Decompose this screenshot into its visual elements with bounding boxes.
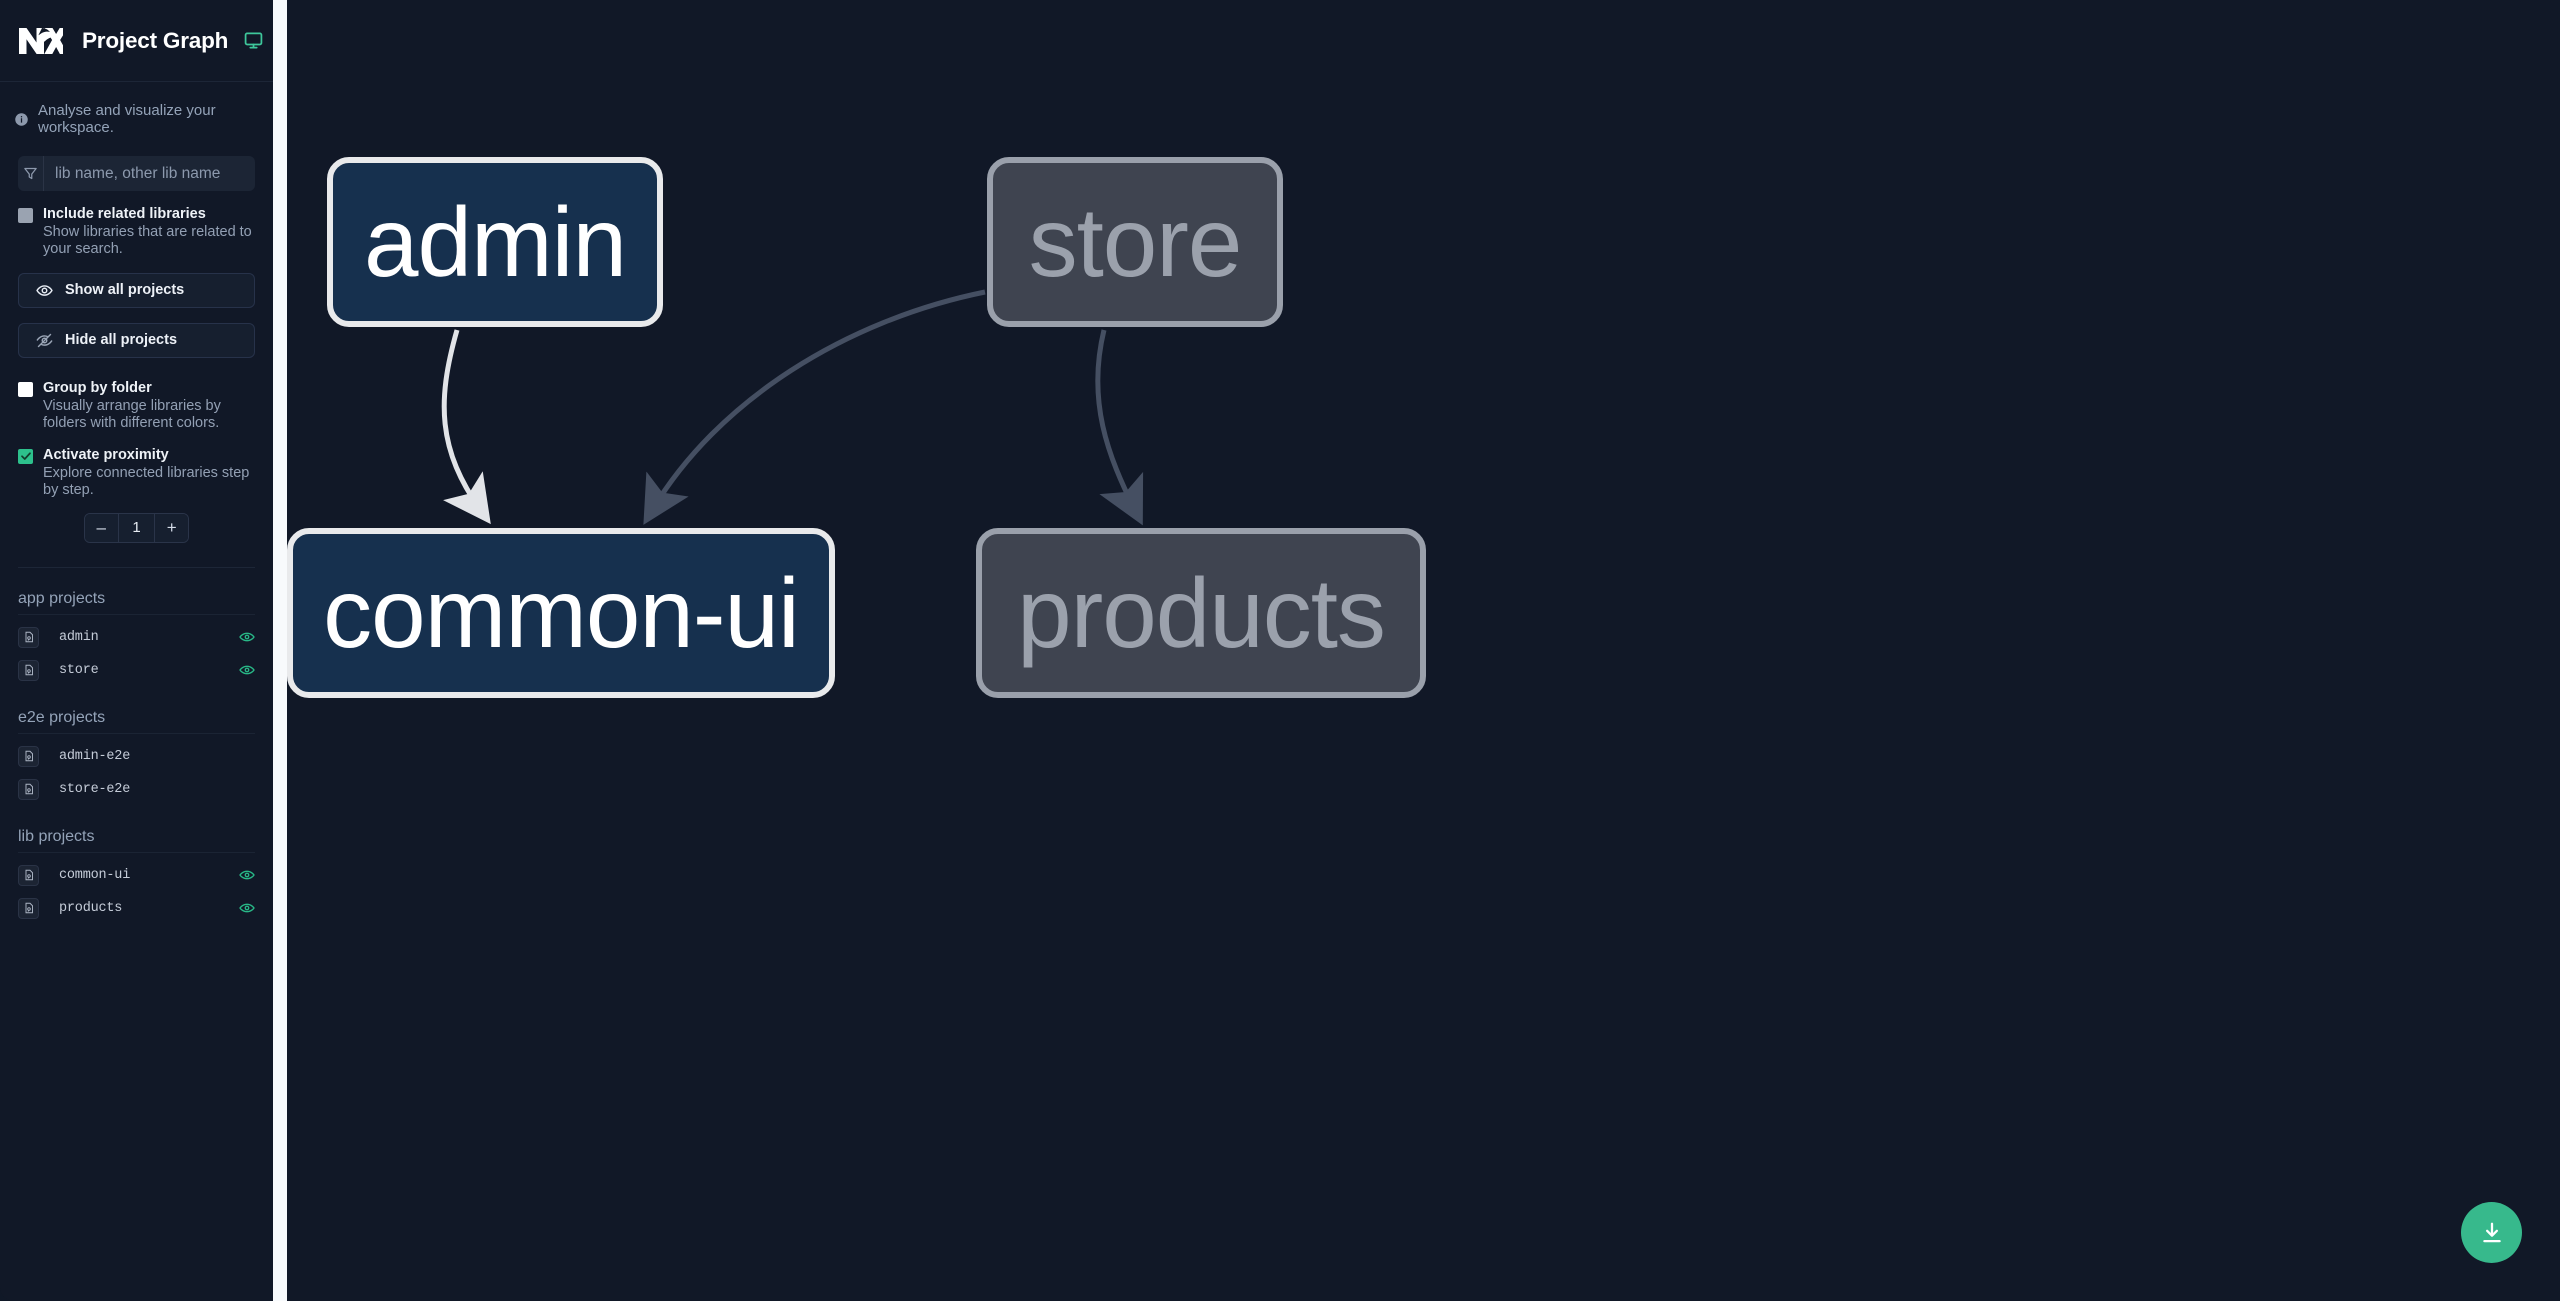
project-name: store-e2e xyxy=(59,781,131,797)
eye-icon[interactable] xyxy=(239,867,255,883)
proximity-stepper: – 1 + xyxy=(84,512,189,543)
eye-off-icon xyxy=(36,333,53,348)
graph-node-label: common-ui xyxy=(323,558,800,668)
tagline-text: Analyse and visualize your workspace. xyxy=(38,102,216,136)
eye-icon[interactable] xyxy=(239,662,255,678)
graph-node-common-ui[interactable]: common-ui xyxy=(287,528,835,698)
nx-logo xyxy=(17,25,68,57)
eye-icon[interactable] xyxy=(239,629,255,645)
project-file-icon xyxy=(18,745,39,767)
sidebar: Project Graph Analyse and visualize your… xyxy=(0,0,273,1301)
show-all-projects-button[interactable]: Show all projects xyxy=(18,272,255,308)
option-include-related-libraries[interactable]: Include related libraries Show libraries… xyxy=(18,206,255,258)
group-rule xyxy=(18,732,255,734)
download-graph-button[interactable] xyxy=(2461,1202,2522,1263)
info-icon xyxy=(14,112,29,127)
sidebar-resize-divider[interactable] xyxy=(273,0,287,1301)
download-icon xyxy=(2482,1222,2501,1242)
project-row-common-ui[interactable]: common-ui xyxy=(18,859,255,892)
edge-store-to-products xyxy=(1095,329,1144,526)
project-file-icon xyxy=(18,864,39,886)
checkbox-include-related-libraries[interactable] xyxy=(18,208,33,223)
project-name: admin xyxy=(59,629,99,645)
show-all-projects-label: Show all projects xyxy=(65,282,185,299)
option-label: Include related libraries xyxy=(43,206,206,222)
proximity-increment-button[interactable]: + xyxy=(155,513,188,542)
checkbox-group-by-folder[interactable] xyxy=(18,381,33,397)
sidebar-header: Project Graph xyxy=(0,0,273,82)
project-file-icon xyxy=(18,897,39,919)
option-activate-proximity[interactable]: Activate proximity Explore connected lib… xyxy=(18,447,255,499)
option-label: Activate proximity xyxy=(43,446,169,463)
group-rule xyxy=(18,851,255,853)
project-group-app: app projects admin xyxy=(0,568,273,687)
graph-node-label: store xyxy=(1028,187,1243,297)
group-title: lib projects xyxy=(18,827,95,845)
graph-canvas[interactable]: admin store common-ui products xyxy=(287,0,2560,1301)
graph-node-products[interactable]: products xyxy=(976,528,1426,698)
graph-node-label: products xyxy=(1017,558,1386,668)
project-file-icon xyxy=(18,659,39,681)
eye-icon[interactable] xyxy=(239,900,255,916)
project-row-products[interactable]: products xyxy=(18,892,255,925)
graph-edges xyxy=(441,289,1144,526)
option-label: Group by folder xyxy=(43,379,152,396)
proximity-decrement-button[interactable]: – xyxy=(85,513,118,542)
project-row-admin-e2e[interactable]: admin-e2e xyxy=(18,740,255,773)
eye-icon xyxy=(36,285,53,296)
project-name: admin-e2e xyxy=(59,748,131,764)
edge-admin-to-common-ui xyxy=(441,329,491,525)
hide-all-projects-button[interactable]: Hide all projects xyxy=(18,322,255,358)
search-input[interactable] xyxy=(44,156,255,191)
group-rule xyxy=(18,613,255,615)
project-file-icon xyxy=(18,626,39,648)
project-group-lib: lib projects common-ui xyxy=(0,806,273,925)
project-row-store[interactable]: store xyxy=(18,654,255,687)
group-title: app projects xyxy=(18,589,106,607)
option-description: Visually arrange libraries by folders wi… xyxy=(43,397,221,431)
filter-funnel-icon xyxy=(18,156,44,191)
tagline: Analyse and visualize your workspace. xyxy=(0,82,273,136)
hide-all-projects-label: Hide all projects xyxy=(65,332,178,349)
sidebar-divider xyxy=(18,566,255,568)
monitor-icon[interactable] xyxy=(244,31,263,50)
project-name: products xyxy=(59,900,123,916)
option-group-by-folder[interactable]: Group by folder Visually arrange librari… xyxy=(18,380,255,432)
project-group-e2e: e2e projects admin-e2e store-e2e xyxy=(0,687,273,806)
checkbox-activate-proximity[interactable] xyxy=(18,448,33,464)
edge-store-to-common-ui xyxy=(643,289,986,525)
graph-node-admin[interactable]: admin xyxy=(327,157,663,327)
sidebar-controls: Include related libraries Show libraries… xyxy=(0,136,273,568)
project-row-store-e2e[interactable]: store-e2e xyxy=(18,773,255,806)
option-description: Explore connected libraries step by step… xyxy=(43,464,250,498)
page-title: Project Graph xyxy=(82,27,229,53)
project-name: common-ui xyxy=(59,867,131,883)
group-title: e2e projects xyxy=(18,708,106,726)
graph-node-label: admin xyxy=(364,187,627,297)
project-row-admin[interactable]: admin xyxy=(18,621,255,654)
option-description: Show libraries that are related to your … xyxy=(43,223,252,257)
proximity-value: 1 xyxy=(117,513,156,542)
search-row xyxy=(18,156,255,191)
graph-node-store[interactable]: store xyxy=(987,157,1283,327)
project-file-icon xyxy=(18,778,39,800)
project-name: store xyxy=(59,662,99,678)
